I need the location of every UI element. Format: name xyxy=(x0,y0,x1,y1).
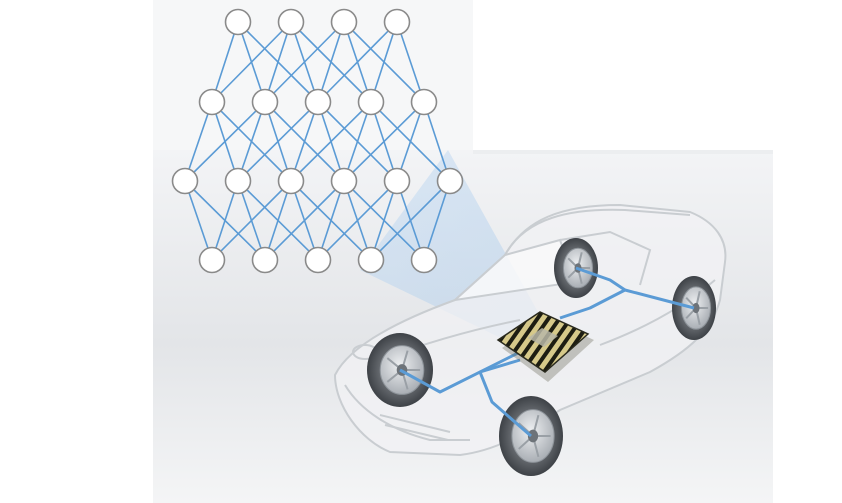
network-edge xyxy=(211,180,239,261)
network-edge xyxy=(423,101,451,182)
network-edge xyxy=(396,101,425,182)
network-edge xyxy=(343,101,425,182)
network-node xyxy=(330,167,358,195)
network-node xyxy=(251,246,279,274)
network-edge xyxy=(264,180,345,261)
network-node xyxy=(410,246,438,274)
network-edge xyxy=(317,180,398,261)
processor-chip xyxy=(496,311,594,382)
backdrop-seam xyxy=(473,150,773,154)
network-edge xyxy=(211,180,292,261)
bus-line xyxy=(478,358,532,438)
network-edge xyxy=(237,101,266,182)
network-node xyxy=(224,167,252,195)
network-node xyxy=(171,167,199,195)
network-edge xyxy=(184,180,213,261)
network-edges xyxy=(184,21,451,261)
network-edge xyxy=(343,101,372,182)
network-edge xyxy=(423,180,451,261)
network-edge xyxy=(396,21,425,103)
hub xyxy=(527,429,539,443)
network-edge xyxy=(264,21,292,103)
network-node xyxy=(383,8,411,36)
car-seat-line xyxy=(559,230,652,286)
data-bus xyxy=(399,266,695,438)
bus-line xyxy=(399,350,521,394)
network-nodes xyxy=(171,8,464,274)
network-node xyxy=(277,8,305,36)
network-edge xyxy=(317,21,398,103)
network-node xyxy=(410,88,438,116)
network-edge xyxy=(290,101,372,182)
network-node xyxy=(224,8,252,36)
network-edge xyxy=(184,101,213,182)
network-edge xyxy=(237,101,319,182)
network-edge xyxy=(264,21,345,103)
network-edge xyxy=(290,101,319,182)
car-roofline xyxy=(504,208,691,256)
network-edge xyxy=(264,180,292,261)
network-edge xyxy=(211,21,292,103)
network-edge xyxy=(370,180,451,261)
network-node xyxy=(304,88,332,116)
network-node xyxy=(436,167,464,195)
bus-line xyxy=(624,288,695,310)
network-edge xyxy=(317,21,345,103)
chip-core xyxy=(528,328,558,347)
network-node xyxy=(198,88,226,116)
network-edge xyxy=(211,21,239,103)
backdrop-top-panel xyxy=(153,0,473,150)
car-grille xyxy=(379,414,451,441)
hub xyxy=(692,302,700,314)
network-edge xyxy=(370,180,398,261)
car-bumper xyxy=(344,384,470,441)
network-edge xyxy=(370,21,398,103)
network-node xyxy=(251,88,279,116)
network-node xyxy=(357,88,385,116)
network-node xyxy=(277,167,305,195)
network-node xyxy=(383,167,411,195)
network-node xyxy=(198,246,226,274)
network-edge xyxy=(184,101,266,182)
network-node xyxy=(304,246,332,274)
network-edge xyxy=(317,180,345,261)
network-node xyxy=(330,8,358,36)
network-node xyxy=(357,246,385,274)
